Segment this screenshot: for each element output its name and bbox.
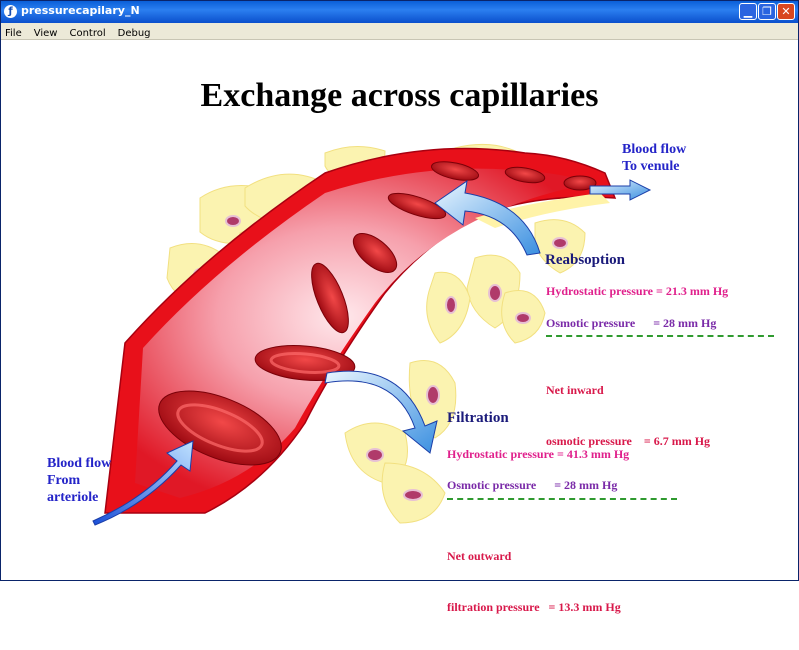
menu-control[interactable]: Control	[65, 26, 109, 39]
menu-file[interactable]: File	[1, 26, 26, 39]
flow-out-line2: To venule	[622, 158, 686, 175]
filtration-title: Filtration	[447, 410, 509, 427]
filtration-net-line2: filtration pressure = 13.3 mm Hg	[447, 599, 621, 616]
menu-view[interactable]: View	[30, 26, 62, 39]
restore-button[interactable]: ❐	[758, 3, 776, 20]
filtration-hydrostatic: Hydrostatic pressure = 41.3 mm Hg	[447, 447, 629, 462]
close-button[interactable]: ✕	[777, 3, 795, 20]
flow-in-line1: Blood flow	[47, 455, 111, 472]
reabsorption-hydrostatic: Hydrostatic pressure = 21.3 mm Hg	[546, 284, 728, 299]
window-title: pressurecapilary_N	[21, 4, 140, 17]
app-window: ƒ pressurecapilary_N ▁ ❐ ✕ File View Con…	[0, 0, 799, 581]
filtration-osmotic: Osmotic pressure = 28 mm Hg	[447, 478, 617, 493]
reabsorption-net-line1: Net inward	[546, 382, 710, 399]
flow-out-label: Blood flow To venule	[622, 141, 686, 175]
flow-in-line2: From	[47, 472, 111, 489]
flash-app-icon: ƒ	[4, 5, 17, 18]
flow-in-line3: arteriole	[47, 489, 111, 506]
title-bar[interactable]: ƒ pressurecapilary_N ▁ ❐ ✕	[1, 1, 798, 23]
page-title: Exchange across capillaries	[5, 77, 794, 115]
menu-bar: File View Control Debug	[1, 23, 798, 40]
filtration-divider	[447, 498, 677, 500]
filtration-net: Net outward filtration pressure = 13.3 m…	[447, 514, 621, 650]
flow-out-line1: Blood flow	[622, 141, 686, 158]
stage: Exchange across capillaries Blood flow T…	[5, 43, 794, 578]
reabsorption-title: Reabsoption	[545, 252, 625, 269]
reabsorption-osmotic: Osmotic pressure = 28 mm Hg	[546, 316, 716, 331]
reabsorption-divider	[546, 335, 774, 337]
minimize-button[interactable]: ▁	[739, 3, 757, 20]
filtration-net-line1: Net outward	[447, 548, 621, 565]
menu-debug[interactable]: Debug	[114, 26, 155, 39]
flow-in-label: Blood flow From arteriole	[47, 455, 111, 506]
reabsorption-net: Net inward osmotic pressure = 6.7 mm Hg	[546, 348, 710, 484]
